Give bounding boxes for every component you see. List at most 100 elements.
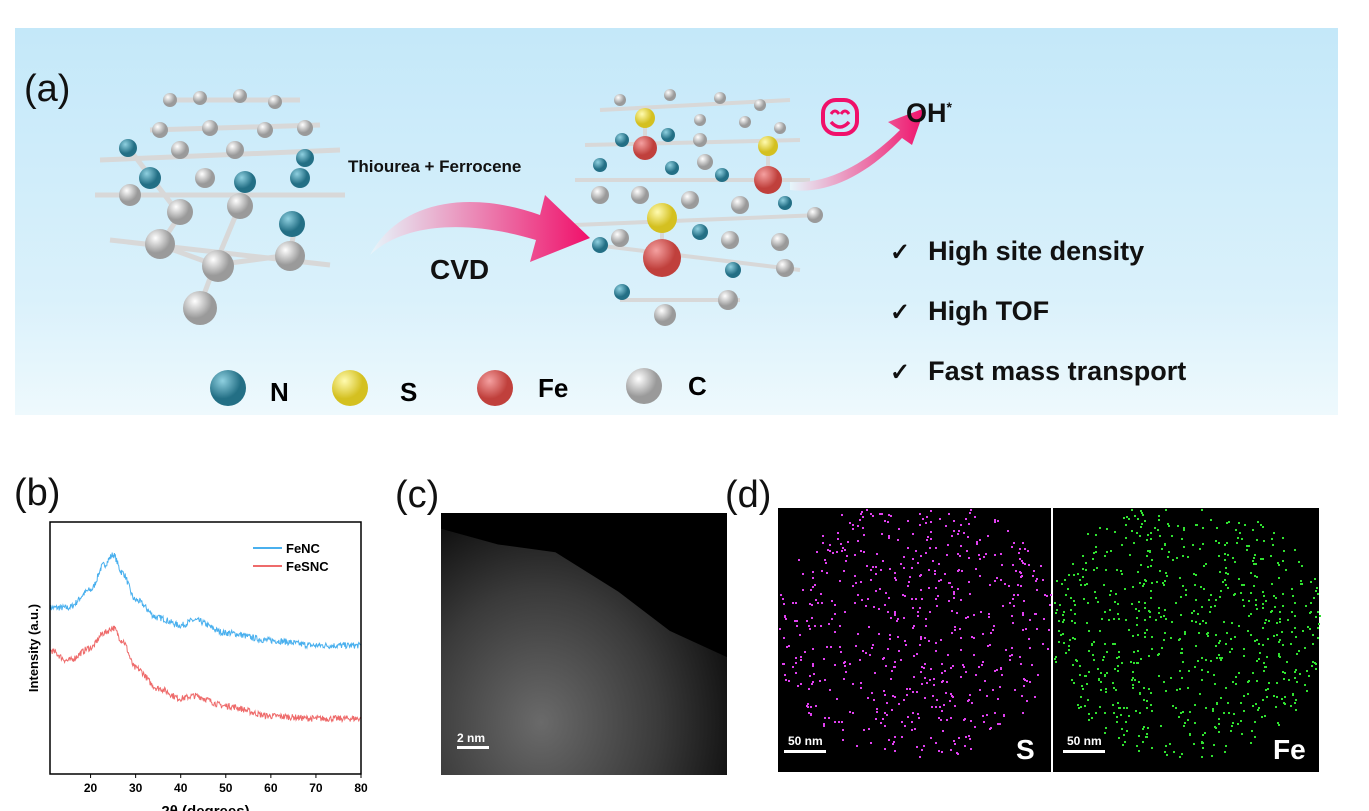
check-icon: ✓	[890, 239, 911, 266]
element-dot	[1028, 564, 1030, 566]
element-dot	[1102, 659, 1104, 661]
atom	[664, 89, 676, 101]
element-dot	[989, 584, 991, 586]
element-dot	[921, 666, 923, 668]
element-dot	[1139, 535, 1141, 537]
element-dot	[1268, 620, 1270, 622]
element-dot	[935, 706, 937, 708]
element-dot	[1161, 647, 1163, 649]
element-dot	[1279, 639, 1281, 641]
element-dot	[921, 683, 923, 685]
check-icon: ✓	[890, 359, 911, 386]
plot-frame	[49, 521, 362, 775]
element-dot	[822, 542, 824, 544]
atom	[257, 122, 273, 138]
atom	[633, 136, 657, 160]
element-dot	[1136, 617, 1138, 619]
element-dot	[1011, 615, 1013, 617]
element-dot	[894, 612, 896, 614]
x-tick-label: 40	[174, 781, 188, 795]
element-dot	[940, 579, 942, 581]
element-dot	[1179, 670, 1181, 672]
element-dot	[988, 613, 990, 615]
element-dot	[1227, 587, 1229, 589]
element-dot	[1117, 665, 1119, 667]
element-dot	[836, 551, 838, 553]
element-dot	[1144, 636, 1146, 638]
element-dot	[979, 575, 981, 577]
element-dot	[1074, 638, 1076, 640]
element-dot	[800, 656, 802, 658]
element-dot	[1087, 602, 1089, 604]
element-dot	[843, 662, 845, 664]
element-dot	[812, 648, 814, 650]
element-dot	[982, 661, 984, 663]
element-dot	[980, 611, 982, 613]
element-dot	[915, 598, 917, 600]
element-dot	[1168, 551, 1170, 553]
element-dot	[1165, 745, 1167, 747]
element-dot	[1312, 634, 1314, 636]
element-dot	[1208, 599, 1210, 601]
element-dot	[1024, 563, 1026, 565]
element-dot	[1113, 687, 1115, 689]
element-dot	[873, 606, 875, 608]
element-dot	[919, 607, 921, 609]
element-dot	[1191, 620, 1193, 622]
element-dot	[792, 602, 794, 604]
element-dot	[808, 712, 810, 714]
element-dot	[1140, 658, 1142, 660]
element-dot	[1270, 555, 1272, 557]
element-dot	[1264, 715, 1266, 717]
element-dot	[1123, 707, 1125, 709]
element-dot	[982, 633, 984, 635]
element-dot	[817, 602, 819, 604]
element-dot	[880, 569, 882, 571]
element-dot	[953, 740, 955, 742]
element-dot	[1219, 571, 1221, 573]
element-dot	[806, 620, 808, 622]
element-dot	[1283, 702, 1285, 704]
element-dot	[1142, 514, 1144, 516]
element-dot	[806, 705, 808, 707]
element-dot	[1220, 590, 1222, 592]
element-dot	[941, 681, 943, 683]
element-dot	[1199, 693, 1201, 695]
element-dot	[1106, 672, 1108, 674]
element-dot	[1309, 612, 1311, 614]
element-dot	[992, 689, 994, 691]
element-dot	[1295, 669, 1297, 671]
element-dot	[1143, 726, 1145, 728]
element-dot	[1278, 653, 1280, 655]
element-dot	[950, 667, 952, 669]
fe-atom-icon	[477, 370, 513, 406]
element-dot	[1117, 603, 1119, 605]
element-dot	[1219, 640, 1221, 642]
element-dot	[904, 640, 906, 642]
element-dot	[1187, 687, 1189, 689]
element-dot	[1231, 648, 1233, 650]
element-dot	[1133, 662, 1135, 664]
element-dot	[1112, 682, 1114, 684]
element-dot	[1282, 605, 1284, 607]
element-dot	[1250, 572, 1252, 574]
element-dot	[933, 684, 935, 686]
element-dot	[888, 537, 890, 539]
element-dot	[1167, 523, 1169, 525]
element-dot	[1256, 576, 1258, 578]
element-dot	[940, 639, 942, 641]
element-dot	[1099, 527, 1101, 529]
element-dot	[1088, 713, 1090, 715]
element-dot	[1292, 595, 1294, 597]
element-dot	[1103, 584, 1105, 586]
element-dot	[875, 566, 877, 568]
element-dot	[1271, 538, 1273, 540]
element-dot	[965, 671, 967, 673]
element-dot	[819, 680, 821, 682]
element-dot	[1002, 605, 1004, 607]
atom	[661, 128, 675, 142]
scale-bar-label: 2 nm	[457, 731, 486, 745]
element-dot	[837, 538, 839, 540]
element-dot	[894, 577, 896, 579]
element-dot	[951, 586, 953, 588]
